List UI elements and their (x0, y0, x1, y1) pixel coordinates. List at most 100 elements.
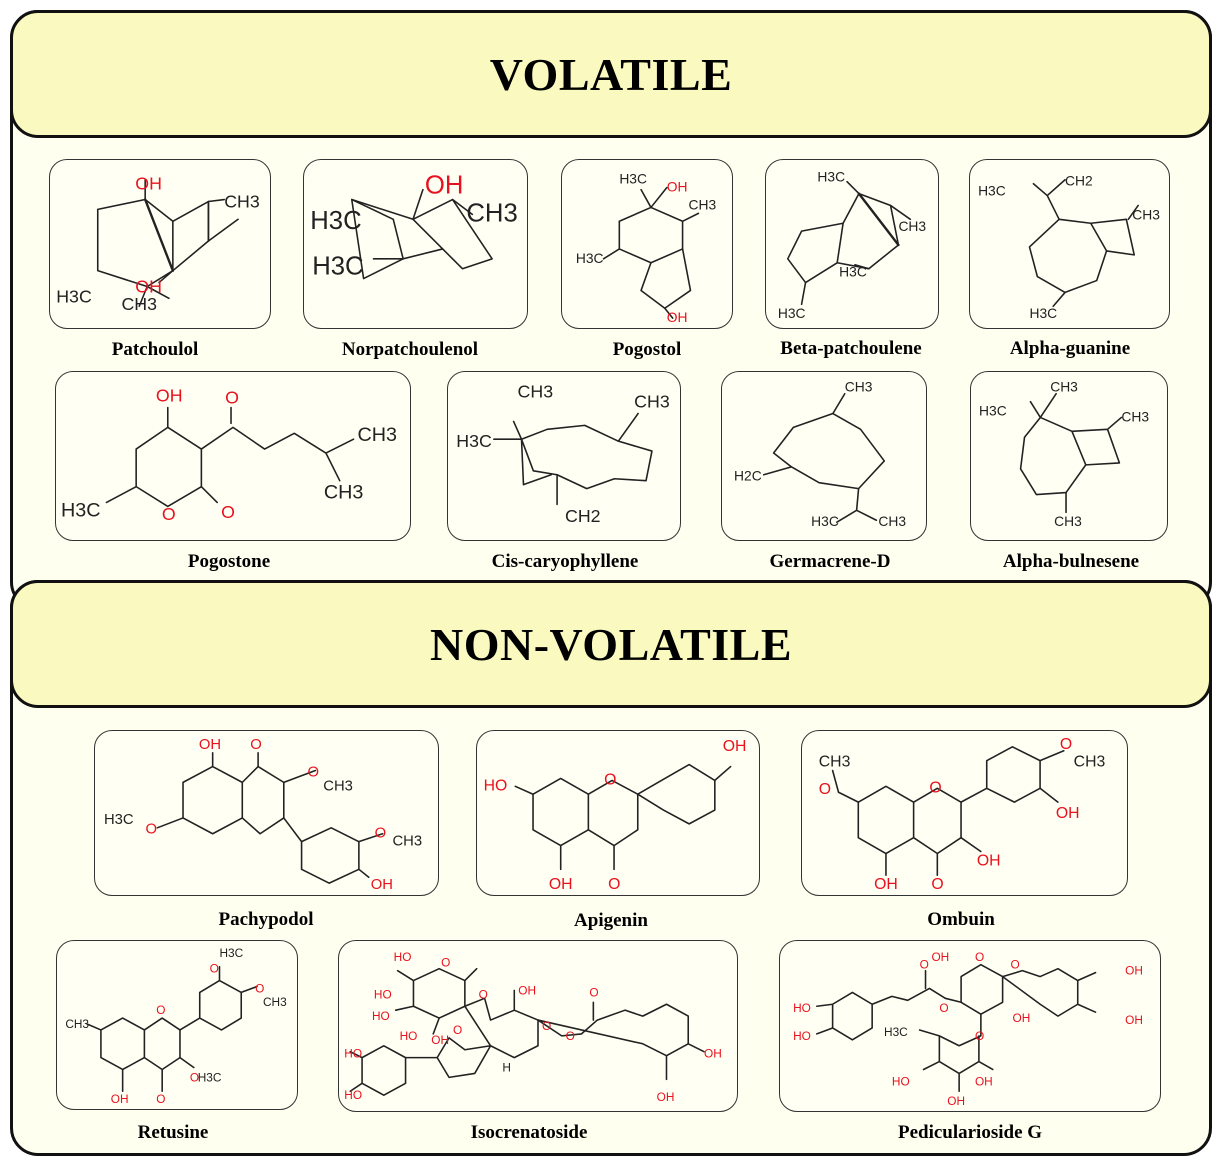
retusine-o-ketone: O (156, 1092, 165, 1106)
pachypodol-o-methoxy-3: O (375, 826, 387, 842)
apigenin-o-ring: O (604, 771, 616, 788)
ombuin-o-methoxy-right: O (1060, 736, 1072, 753)
isocrenatoside-h: H (502, 1060, 511, 1074)
volatile-banner: VOLATILE (10, 10, 1212, 138)
ombuin-oh-mid: OH (977, 852, 1001, 869)
isocrenatoside-oh-1: OH (431, 1033, 449, 1047)
pachypodol-ch3-1: CH3 (323, 778, 353, 794)
ombuin-label: Ombuin (927, 909, 995, 930)
pedicularioside-g-oh-bottom: OH (947, 1094, 965, 1108)
retusine-h3c-top: H3C (219, 946, 243, 960)
patchoulol-oh-bottom: OH (135, 276, 162, 296)
pedicularioside-g-o-carbonyl: O (920, 958, 929, 972)
cis-caryophyllene-label: Cis-caryophyllene (491, 551, 639, 572)
pogostone-ch3-top: CH3 (358, 424, 398, 446)
retusine-h3c-right: CH3 (263, 995, 287, 1009)
retusine-h3c-bottom: H3C (198, 1070, 222, 1084)
pedicularioside-g-oh-mid: OH (1013, 1011, 1031, 1025)
pogostone-ch3-bottom: CH3 (324, 481, 364, 503)
pogostone-o-lactone: O (221, 502, 235, 522)
apigenin-o-ketone: O (608, 876, 620, 893)
pachypodol-oh-top: OH (199, 737, 221, 753)
isocrenatoside-label: Isocrenatoside (470, 1122, 588, 1143)
retusine-o-methoxy-top: O (210, 962, 219, 976)
pogostol-h3c-left: H3C (576, 250, 604, 266)
pogostone-structure: OH O O O CH3 CH3 H3C (55, 371, 411, 541)
patchoulol-structure: OH OH CH3 H3C CH3 (49, 159, 271, 329)
norpatchoulenol-ch3: CH3 (466, 199, 517, 227)
retusine-o-methoxy-right: O (255, 981, 264, 995)
isocrenatoside-oh-3: OH (704, 1047, 722, 1061)
cis-caryophyllene-ch3-top: CH3 (518, 382, 554, 402)
norpatchoulenol-oh: OH (425, 172, 464, 200)
pachypodol-structure: OH O O CH3 H3C O O CH3 OH (94, 730, 439, 896)
volatile-title: VOLATILE (489, 48, 733, 100)
retusine-o-methoxy-bottom: O (190, 1070, 199, 1084)
norpatchoulenol-h3c-bottom: H3C (312, 253, 363, 281)
pedicularioside-g-ho-3: HO (892, 1074, 910, 1088)
non-volatile-title: NON-VOLATILE (429, 618, 793, 670)
pogostol-structure: H3C OH CH3 H3C OH (561, 159, 733, 329)
germacrene-d-ch3-bottom: CH3 (878, 513, 906, 529)
isocrenatoside-o-1: O (441, 956, 450, 970)
isocrenatoside-ho-2: HO (374, 987, 392, 1001)
non-volatile-banner: NON-VOLATILE (10, 580, 1212, 708)
alpha-guanine-label: Alpha-guanine (1009, 338, 1131, 359)
pedicularioside-g-o-mid: O (975, 1029, 984, 1043)
pedicularioside-g-o-link: O (1011, 958, 1020, 972)
germacrene-d-label: Germacrene-D (769, 551, 891, 572)
pogostol-oh-top: OH (667, 179, 688, 195)
beta-patchoulene-h3c-mid: H3C (839, 264, 867, 280)
ombuin-o-methoxy-left: O (819, 781, 831, 798)
apigenin-label: Apigenin (574, 910, 648, 931)
pachypodol-o-methoxy-1: O (308, 764, 320, 780)
alpha-bulnesene-ch3-right: CH3 (1121, 408, 1149, 424)
isocrenatoside-oh-2: OH (518, 983, 536, 997)
cis-caryophyllene-ch3-right: CH3 (634, 392, 670, 412)
pedicularioside-g-o-top: OH (931, 950, 949, 964)
isocrenatoside-o-ester: O (589, 985, 598, 999)
beta-patchoulene-ch3: CH3 (898, 218, 926, 234)
germacrene-d-h2c: H2C (734, 468, 762, 484)
pedicularioside-g-structure: OH O O O OH OH HO HO O OH O H3C HO OH OH (779, 940, 1161, 1112)
isocrenatoside-ho-6: HO (344, 1088, 362, 1102)
isocrenatoside-ho-4: HO (400, 1029, 418, 1043)
isocrenatoside-structure: HO HO HO HO OH O O OH O O H O O HO HO OH… (338, 940, 738, 1112)
cis-caryophyllene-ch2: CH2 (565, 506, 601, 526)
pogostone-o-ketone: O (225, 388, 239, 408)
apigenin-structure: HO O OH OH O (476, 730, 760, 896)
pedicularioside-g-h3c: H3C (884, 1025, 908, 1039)
isocrenatoside-o-2: O (479, 987, 488, 1001)
cis-caryophyllene-h3c: H3C (456, 431, 492, 451)
ombuin-oh-right: OH (1056, 805, 1080, 822)
alpha-bulnesene-label: Alpha-bulnesene (1002, 551, 1140, 572)
beta-patchoulene-h3c-bottom: H3C (778, 305, 806, 321)
isocrenatoside-ho-5: HO (344, 1047, 362, 1061)
apigenin-ho: HO (484, 777, 508, 794)
beta-patchoulene-structure: H3C CH3 H3C H3C (765, 159, 939, 329)
apigenin-oh-bottom: OH (549, 876, 573, 893)
patchoulol-label: Patchoulol (111, 339, 199, 360)
alpha-guanine-structure: H3C CH2 CH3 H3C (969, 159, 1170, 329)
germacrene-d-ch3-top: CH3 (845, 379, 873, 395)
apigenin-oh-top: OH (723, 738, 747, 755)
pachypodol-label: Pachypodol (218, 909, 314, 930)
norpatchoulenol-label: Norpatchoulenol (341, 339, 479, 360)
isocrenatoside-o-5: O (566, 1029, 575, 1043)
cis-caryophyllene-structure: CH3 CH3 H3C CH2 (447, 371, 681, 541)
alpha-guanine-ch3: CH3 (1132, 206, 1160, 222)
isocrenatoside-o-3: O (453, 1023, 462, 1037)
ombuin-o-ring: O (929, 779, 941, 796)
alpha-guanine-h3c-top: H3C (978, 183, 1006, 199)
pogostone-oh: OH (156, 386, 183, 406)
retusine-structure: H3C O O CH3 CH3 O O H3C OH O (56, 940, 298, 1110)
retusine-oh: OH (111, 1092, 129, 1106)
retusine-o-ring: O (156, 1003, 165, 1017)
isocrenatoside-ho-1: HO (394, 950, 412, 964)
retusine-ch3-left: CH3 (65, 1017, 89, 1031)
alpha-bulnesene-ch3-bottom: CH3 (1054, 513, 1082, 529)
pachypodol-h3c: H3C (104, 812, 134, 828)
isocrenatoside-o-4: O (542, 1019, 551, 1033)
pachypodol-ch3-2: CH3 (392, 834, 422, 850)
pogostol-label: Pogostol (612, 339, 682, 360)
